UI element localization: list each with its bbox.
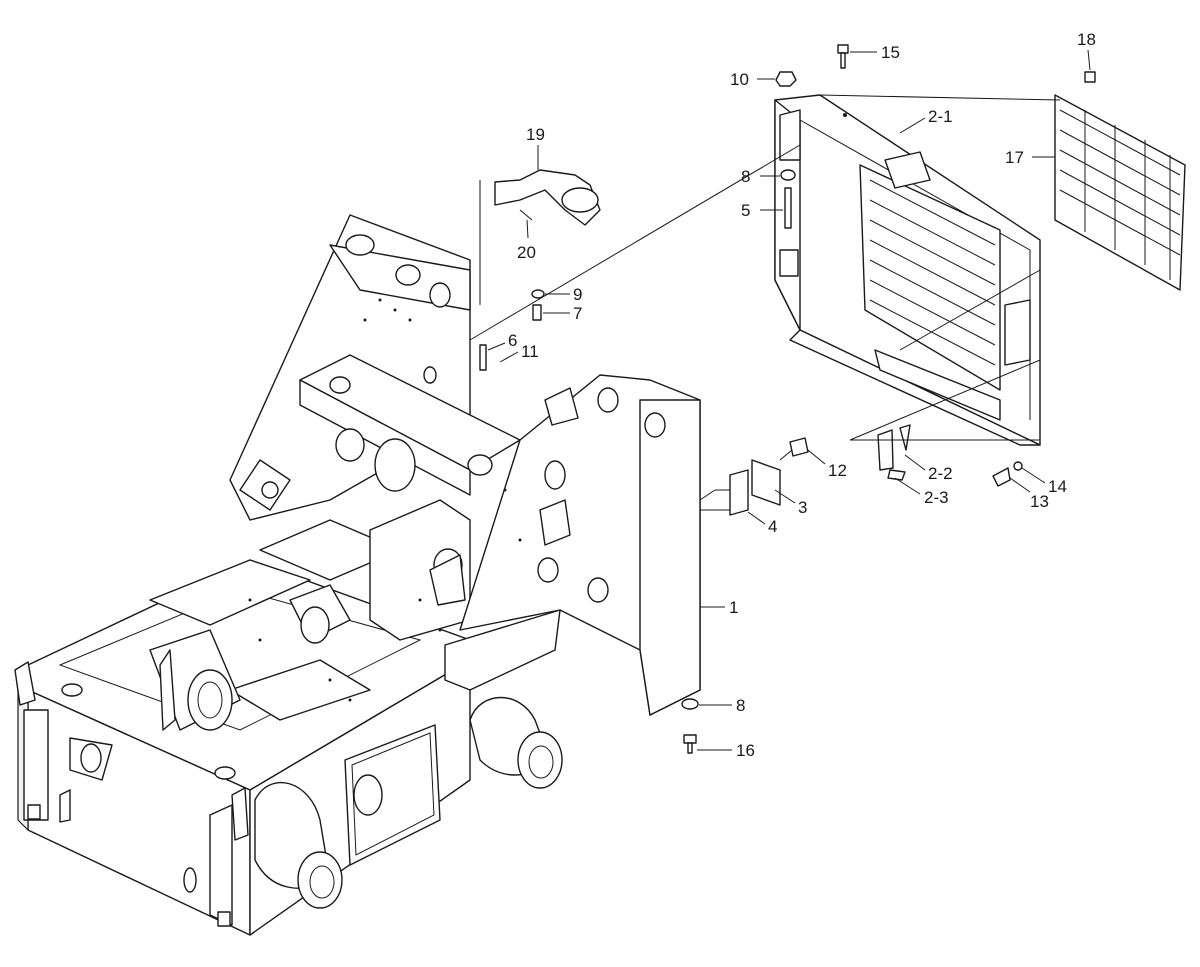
callout-19: 19 bbox=[526, 125, 545, 170]
svg-text:19: 19 bbox=[526, 125, 545, 144]
svg-text:9: 9 bbox=[573, 285, 582, 304]
callout-4: 4 bbox=[747, 511, 777, 536]
callout-1: 1 bbox=[700, 598, 738, 617]
svg-text:7: 7 bbox=[573, 304, 582, 323]
svg-text:8: 8 bbox=[741, 167, 750, 186]
svg-text:1: 1 bbox=[729, 598, 738, 617]
callout-3: 3 bbox=[774, 489, 807, 517]
callout-15: 15 bbox=[850, 43, 900, 62]
radiator-cover bbox=[774, 94, 1041, 446]
svg-text:2-2: 2-2 bbox=[928, 464, 953, 483]
callout-2-3: 2-3 bbox=[894, 477, 949, 507]
svg-text:20: 20 bbox=[517, 243, 536, 262]
svg-text:15: 15 bbox=[881, 43, 900, 62]
callout-17: 17 bbox=[1005, 148, 1055, 167]
svg-text:5: 5 bbox=[741, 201, 750, 220]
callout-8-top: 8 bbox=[741, 167, 780, 186]
svg-text:4: 4 bbox=[768, 517, 777, 536]
svg-text:3: 3 bbox=[798, 498, 807, 517]
callout-12: 12 bbox=[807, 449, 847, 480]
svg-text:11: 11 bbox=[521, 342, 539, 361]
svg-text:10: 10 bbox=[730, 70, 749, 89]
svg-text:8: 8 bbox=[736, 696, 745, 715]
radiator-louvers bbox=[869, 179, 996, 366]
main-frame bbox=[14, 214, 701, 936]
callout-20: 20 bbox=[517, 219, 536, 262]
svg-text:2-3: 2-3 bbox=[924, 488, 949, 507]
callout-10: 10 bbox=[730, 70, 775, 89]
callout-14: 14 bbox=[1021, 467, 1067, 496]
callout-18: 18 bbox=[1077, 30, 1096, 71]
svg-text:16: 16 bbox=[736, 741, 755, 760]
callout-11: 11 bbox=[499, 342, 539, 363]
callout-13: 13 bbox=[1009, 477, 1049, 511]
callout-16: 16 bbox=[697, 741, 755, 760]
callouts: 1 2-1 2-2 2-3 3 4 5 6 bbox=[487, 30, 1096, 760]
svg-text:13: 13 bbox=[1030, 492, 1049, 511]
callout-7: 7 bbox=[543, 304, 582, 323]
callout-5: 5 bbox=[741, 201, 783, 220]
svg-text:18: 18 bbox=[1077, 30, 1096, 49]
svg-text:14: 14 bbox=[1048, 477, 1067, 496]
svg-text:2-1: 2-1 bbox=[928, 107, 953, 126]
assembly-lines bbox=[469, 94, 1061, 511]
callout-8-bottom: 8 bbox=[699, 696, 745, 715]
svg-text:17: 17 bbox=[1005, 148, 1024, 167]
svg-text:12: 12 bbox=[828, 461, 847, 480]
callout-2-2: 2-2 bbox=[904, 454, 953, 483]
small-parts bbox=[479, 44, 1096, 754]
callout-2-1: 2-1 bbox=[899, 107, 953, 134]
grille-screen bbox=[1054, 94, 1186, 291]
callout-6: 6 bbox=[487, 331, 517, 351]
callout-9: 9 bbox=[545, 285, 582, 304]
svg-text:6: 6 bbox=[508, 331, 517, 350]
